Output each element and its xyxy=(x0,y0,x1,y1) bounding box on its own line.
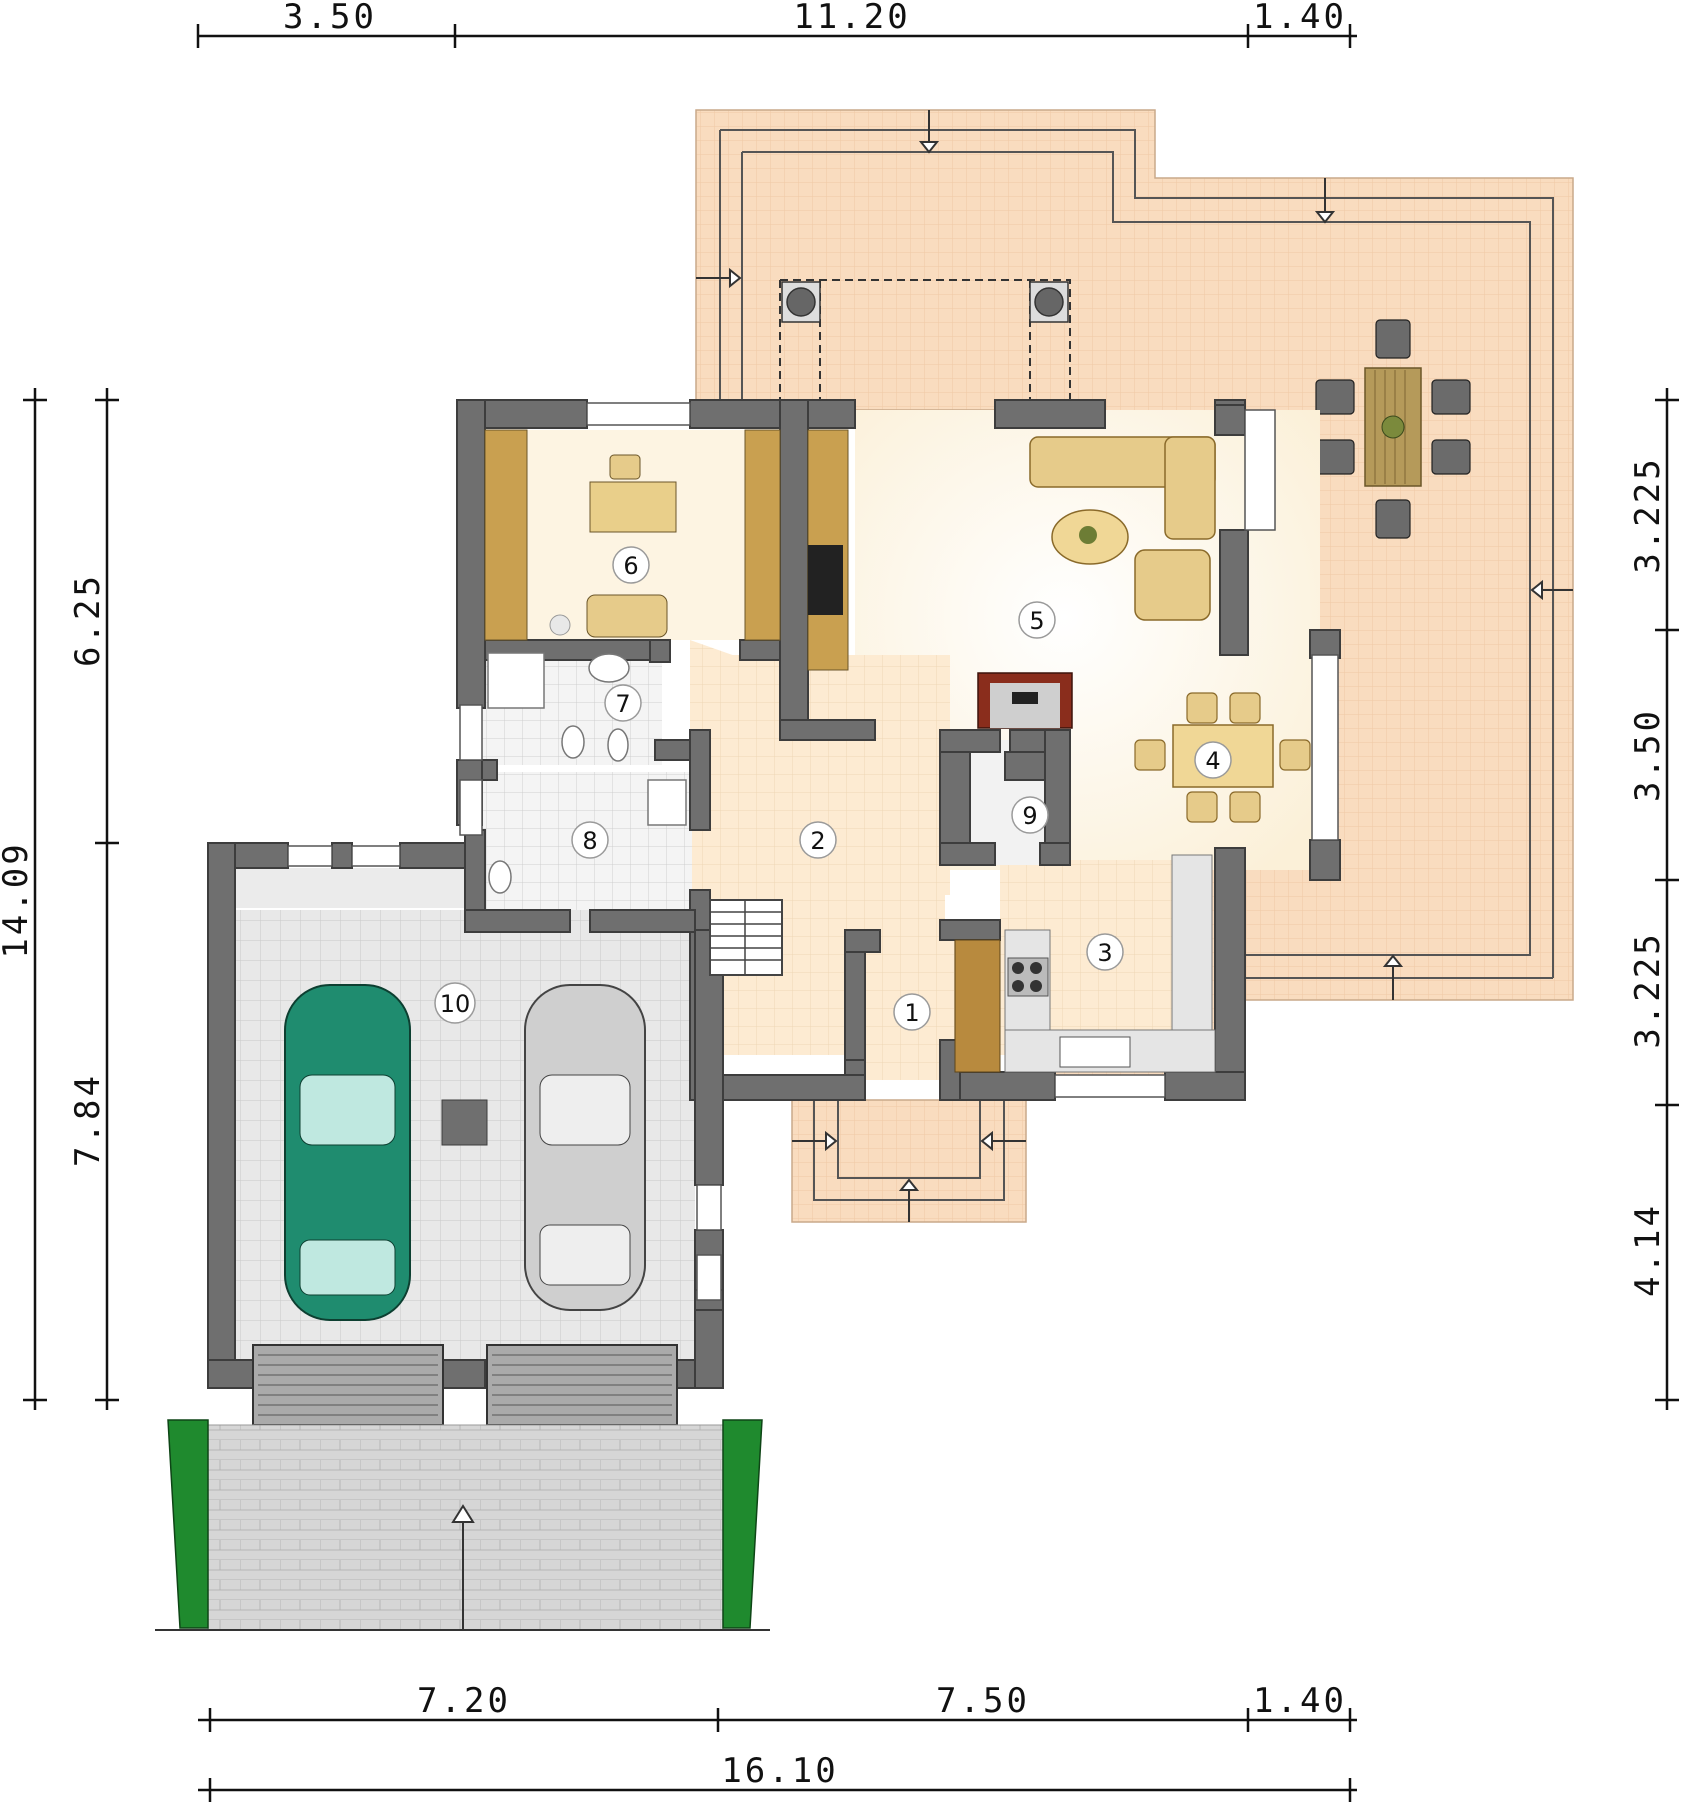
driveway xyxy=(155,1424,770,1631)
dim-bottom-3: 1.40 xyxy=(1253,1681,1347,1721)
garage-doors xyxy=(252,1344,678,1426)
room-8: 8 xyxy=(571,821,609,859)
windows xyxy=(287,402,1339,1301)
room-10: 10 xyxy=(434,982,476,1024)
room-2: 2 xyxy=(799,821,837,859)
dim-right-4: 4.14 xyxy=(1628,1203,1668,1297)
room-5-label: 5 xyxy=(1029,607,1044,635)
dim-right-1: 3.225 xyxy=(1628,456,1668,573)
dim-bottom-1: 7.20 xyxy=(417,1681,511,1721)
room-3-label: 3 xyxy=(1097,939,1112,967)
dim-top-3: 1.40 xyxy=(1253,0,1347,37)
room-7-label: 7 xyxy=(615,690,630,718)
room-5: 5 xyxy=(1018,601,1056,639)
dim-right-2: 3.50 xyxy=(1628,708,1668,802)
stairs xyxy=(709,899,783,976)
coffee-table xyxy=(1051,509,1129,565)
car-silver xyxy=(524,984,646,1311)
hedges xyxy=(167,1419,763,1629)
room-3: 3 xyxy=(1086,933,1124,971)
room-1-label: 1 xyxy=(904,999,919,1027)
study-furniture xyxy=(484,429,849,671)
living-sofa xyxy=(1029,436,1216,621)
slope-arrows xyxy=(696,110,1573,1000)
room-10-label: 10 xyxy=(440,990,471,1018)
dim-right-3: 3.225 xyxy=(1628,931,1668,1048)
dim-top-1: 3.50 xyxy=(283,0,377,37)
room-1: 1 xyxy=(893,993,931,1031)
room-7: 7 xyxy=(604,684,642,722)
room-6: 6 xyxy=(612,546,650,584)
dim-bottom-total: 16.10 xyxy=(721,1751,838,1791)
dim-top-2: 11.20 xyxy=(793,0,910,37)
room-4: 4 xyxy=(1194,741,1232,779)
room-6-label: 6 xyxy=(623,552,638,580)
terrace-dining-set xyxy=(1315,319,1471,539)
car-green xyxy=(284,984,411,1321)
dim-left-outer: 14.09 xyxy=(0,841,36,958)
room-4-label: 4 xyxy=(1205,747,1220,775)
bathroom-fixtures xyxy=(487,652,687,894)
room-8-label: 8 xyxy=(582,827,597,855)
room-9: 9 xyxy=(1011,796,1049,834)
room-2-label: 2 xyxy=(810,827,825,855)
garage-pillar xyxy=(441,1099,488,1146)
pergola xyxy=(779,279,1071,400)
entrance-terrace xyxy=(791,1099,1027,1223)
kitchen-counter xyxy=(954,854,1216,1073)
dimension-lines xyxy=(23,24,1679,1802)
room-labels: 1 2 3 4 5 6 7 8 9 10 xyxy=(434,546,1232,1031)
fireplace xyxy=(977,672,1073,729)
dim-left-inner-2: 7.84 xyxy=(68,1073,108,1167)
dim-bottom-2: 7.50 xyxy=(936,1681,1030,1721)
dim-left-inner-1: 6.25 xyxy=(68,573,108,667)
room-9-label: 9 xyxy=(1022,802,1037,830)
